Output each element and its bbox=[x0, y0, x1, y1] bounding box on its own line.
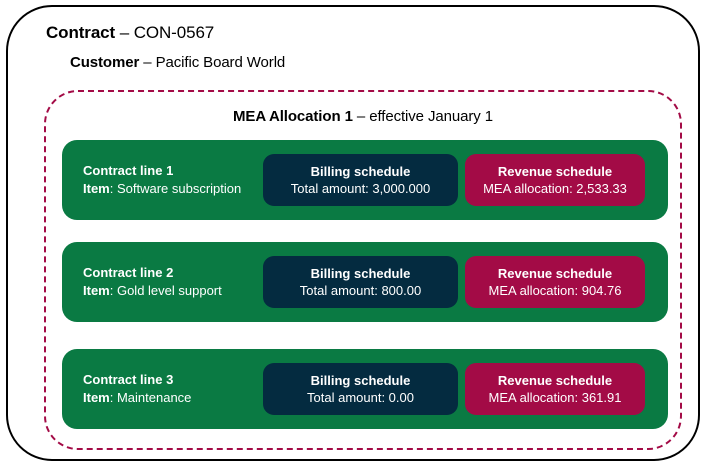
mea-allocation-label: MEA Allocation 1 bbox=[233, 108, 353, 125]
revenue-schedule-box: Revenue schedule MEA allocation: 361.91 bbox=[465, 363, 645, 415]
revenue-schedule-title: Revenue schedule bbox=[497, 265, 613, 281]
contract-container: Contract – CON-0567 Customer – Pacific B… bbox=[6, 5, 700, 461]
contract-line-item-value: Gold level support bbox=[116, 283, 222, 298]
contract-line-item-colon: : bbox=[109, 283, 117, 298]
contract-line-row: Contract line 2 Item: Gold level support… bbox=[62, 242, 668, 322]
revenue-schedule-box: Revenue schedule MEA allocation: 904.76 bbox=[465, 256, 645, 308]
revenue-schedule-value: MEA allocation: 904.76 bbox=[488, 282, 622, 298]
contract-value: CON-0567 bbox=[133, 23, 215, 42]
billing-schedule-value: Total amount: 3,000.000 bbox=[290, 180, 431, 196]
contract-line-item: Item: Software subscription bbox=[83, 180, 241, 198]
billing-schedule-value: Total amount: 0.00 bbox=[307, 389, 414, 405]
contract-line-info: Contract line 2 Item: Gold level support bbox=[83, 264, 222, 300]
mea-allocation-container: MEA Allocation 1 – effective January 1 C… bbox=[44, 90, 682, 450]
contract-line-item-colon: : bbox=[109, 181, 117, 196]
contract-line-item-label: Item bbox=[83, 181, 110, 196]
billing-schedule-title: Billing schedule bbox=[310, 163, 411, 179]
customer-separator: – bbox=[143, 54, 152, 71]
billing-schedule-value: Total amount: 800.00 bbox=[299, 282, 422, 298]
mea-allocation-value: effective January 1 bbox=[369, 108, 493, 125]
contract-line-row: Contract line 1 Item: Software subscript… bbox=[62, 140, 668, 220]
mea-allocation-separator: – bbox=[356, 108, 366, 125]
billing-schedule-box: Billing schedule Total amount: 3,000.000 bbox=[263, 154, 458, 206]
mea-allocation-heading: MEA Allocation 1 – effective January 1 bbox=[46, 108, 680, 125]
revenue-schedule-value: MEA allocation: 361.91 bbox=[488, 389, 622, 405]
contract-line-title: Contract line 3 bbox=[83, 372, 174, 387]
contract-line-item: Item: Maintenance bbox=[83, 389, 191, 407]
customer-value: Pacific Board World bbox=[155, 54, 286, 71]
revenue-schedule-title: Revenue schedule bbox=[497, 163, 613, 179]
revenue-schedule-box: Revenue schedule MEA allocation: 2,533.3… bbox=[465, 154, 645, 206]
contract-line-row: Contract line 3 Item: Maintenance Billin… bbox=[62, 349, 668, 429]
contract-label: Contract bbox=[46, 23, 116, 42]
contract-line-item-value: Software subscription bbox=[116, 181, 242, 196]
contract-line-item-value: Maintenance bbox=[116, 390, 192, 405]
contract-line-title: Contract line 1 bbox=[83, 163, 174, 178]
billing-schedule-title: Billing schedule bbox=[310, 265, 411, 281]
contract-separator: – bbox=[119, 23, 130, 42]
contract-line-info: Contract line 3 Item: Maintenance bbox=[83, 371, 191, 407]
revenue-schedule-title: Revenue schedule bbox=[497, 372, 613, 388]
billing-schedule-box: Billing schedule Total amount: 0.00 bbox=[263, 363, 458, 415]
revenue-schedule-value: MEA allocation: 2,533.33 bbox=[483, 180, 627, 196]
contract-heading: Contract – CON-0567 bbox=[46, 23, 214, 43]
billing-schedule-box: Billing schedule Total amount: 800.00 bbox=[263, 256, 458, 308]
contract-line-item: Item: Gold level support bbox=[83, 282, 222, 300]
customer-heading: Customer – Pacific Board World bbox=[70, 54, 285, 71]
contract-line-title: Contract line 2 bbox=[83, 265, 174, 280]
customer-label: Customer bbox=[70, 54, 140, 71]
contract-line-item-label: Item bbox=[83, 390, 110, 405]
contract-line-item-label: Item bbox=[83, 283, 110, 298]
contract-line-item-colon: : bbox=[109, 390, 117, 405]
billing-schedule-title: Billing schedule bbox=[310, 372, 411, 388]
contract-line-info: Contract line 1 Item: Software subscript… bbox=[83, 162, 241, 198]
